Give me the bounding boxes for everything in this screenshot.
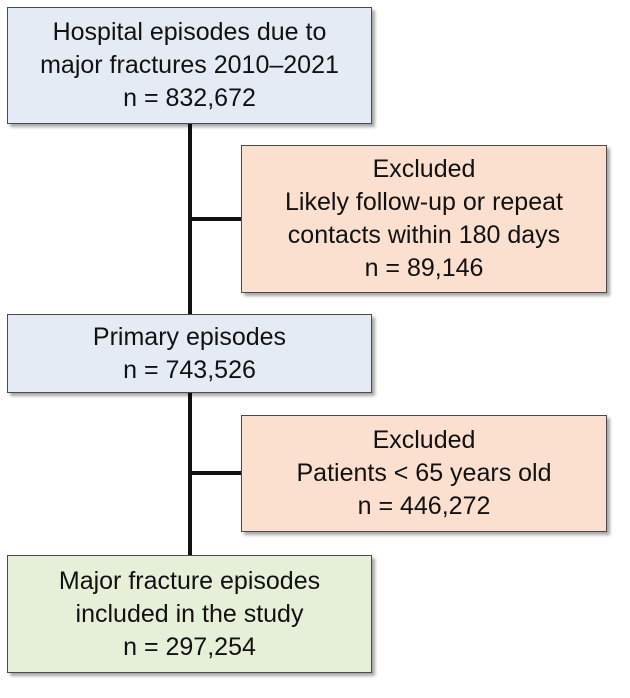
primary-line-1: Primary episodes [92, 322, 287, 351]
excluded2-count: n = 446,272 [357, 492, 491, 520]
excluded2-line-1: Patients < 65 years old [296, 459, 552, 487]
box-primary-episodes: Primary episodes n = 743,526 [7, 314, 372, 393]
primary-count: n = 743,526 [123, 355, 256, 384]
excluded1-line-2: contacts within 180 days [287, 221, 561, 249]
box-included-episodes: Major fracture episodes included in the … [7, 555, 372, 673]
excluded1-title: Excluded [372, 155, 476, 183]
box-excluded-age: Excluded Patients < 65 years old n = 446… [241, 415, 607, 532]
excluded2-title: Excluded [372, 426, 476, 454]
branch-connector-excluded-2 [188, 471, 242, 475]
hospital-line-1: Hospital episodes due to [52, 18, 327, 46]
hospital-line-2: major fractures 2010–2021 [40, 51, 339, 79]
box-hospital-episodes: Hospital episodes due to major fractures… [7, 7, 372, 124]
hospital-count: n = 832,672 [123, 84, 256, 112]
excluded1-line-1: Likely follow-up or repeat [285, 188, 563, 216]
final-line-1: Major fracture episodes [58, 566, 321, 595]
box-excluded-follow-up: Excluded Likely follow-up or repeat cont… [241, 145, 607, 293]
branch-connector-excluded-1 [188, 217, 242, 221]
final-count: n = 297,254 [123, 632, 256, 661]
final-line-2: included in the study [75, 599, 304, 628]
excluded1-count: n = 89,146 [364, 254, 484, 282]
